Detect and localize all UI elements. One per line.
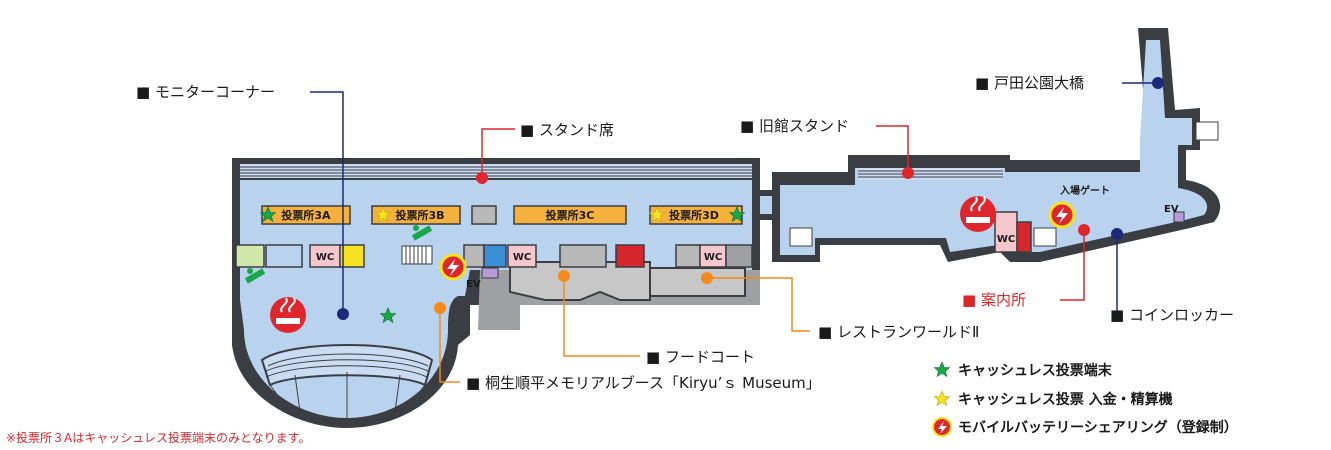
restaurant-block <box>649 267 746 297</box>
wc-3-label: WC <box>704 252 722 263</box>
wc-4 <box>994 211 1018 253</box>
red-block-2 <box>1016 221 1032 253</box>
old-stand-floor <box>780 40 1208 255</box>
label-food-court: ■ フードコート <box>646 348 755 366</box>
leader-lines <box>310 82 1158 383</box>
footnote: ※投票所３Aはキャッシュレス投票端末のみとなります。 <box>6 430 310 445</box>
booth-3b-label: 投票所3B <box>395 208 444 222</box>
star-icon <box>933 390 951 406</box>
label-monitor-corner: ■ モニターコーナー <box>136 83 275 101</box>
star-icon <box>933 361 951 377</box>
stair-block <box>401 245 433 265</box>
booth-3a-label: 投票所3A <box>281 208 331 222</box>
legend-cashless-terminal: キャッシュレス投票端末 <box>958 362 1113 379</box>
legend-battery-sharing: モバイルバッテリーシェアリング（登録制） <box>958 419 1238 436</box>
right-grey-1 <box>675 244 701 268</box>
label-coin-locker: ■ コインロッカー <box>1110 306 1234 324</box>
booth-3a <box>261 205 351 225</box>
old-stand-stairs <box>789 121 1219 247</box>
battery-icon <box>439 253 467 281</box>
label-restaurant-world: ■ レストランワールドⅡ <box>818 323 979 341</box>
yellow-block <box>339 244 365 268</box>
battery-icon <box>932 417 952 437</box>
wc-2-label: WC <box>513 252 531 263</box>
left-room <box>265 244 303 268</box>
escalator-icon <box>411 225 433 241</box>
monitor-seating <box>260 344 434 387</box>
ev-2-label: EV <box>1164 204 1179 215</box>
ev-1-label: EV <box>466 279 481 290</box>
smoking-icon <box>960 196 996 232</box>
center-grey-2 <box>559 244 607 268</box>
label-stand-seats: ■ スタンド席 <box>520 121 614 139</box>
battery-icon <box>1048 201 1076 229</box>
booth-3c <box>513 205 627 225</box>
red-block <box>615 244 645 268</box>
right-grey-2 <box>725 244 753 268</box>
center-blue-block <box>483 244 507 268</box>
legend-cashless-deposit: キャッシュレス投票 入金・精算機 <box>958 391 1173 408</box>
map-dots <box>337 77 1164 320</box>
left-green-block <box>235 244 265 268</box>
wc-2 <box>507 244 537 268</box>
entrance-gate-label: 入場ゲート <box>1060 184 1110 197</box>
booth-3c-label: 投票所3C <box>546 208 595 222</box>
label-info-desk: ■ 案内所 <box>962 291 1026 309</box>
old-stand-building: WC EV 入場ゲート <box>772 28 1221 262</box>
legend: キャッシュレス投票端末 キャッシュレス投票 入金・精算機 モバイルバッテリーシェ… <box>932 361 1238 437</box>
main-stand-building: 投票所3A 投票所3B 投票所3C 投票所3D WC <box>232 158 760 428</box>
wc-1-label: WC <box>316 252 334 263</box>
booth-3b <box>371 205 461 225</box>
center-grey-1 <box>463 244 485 268</box>
pillar-block <box>471 205 497 225</box>
elevator-2 <box>1173 211 1185 223</box>
booth-3d-label: 投票所3D <box>669 208 719 222</box>
elevator-1 <box>481 267 499 279</box>
label-museum-booth: ■ 桐生順平メモリアルブース「Kiryu’ｓ Museum」 <box>466 374 821 392</box>
smoking-icon <box>270 297 306 333</box>
escalator-icon <box>244 268 266 284</box>
label-toda-bridge: ■ 戸田公園大橋 <box>975 74 1084 92</box>
wc-4-label: WC <box>997 234 1015 245</box>
label-old-stand: ■ 旧館スタンド <box>740 117 849 135</box>
